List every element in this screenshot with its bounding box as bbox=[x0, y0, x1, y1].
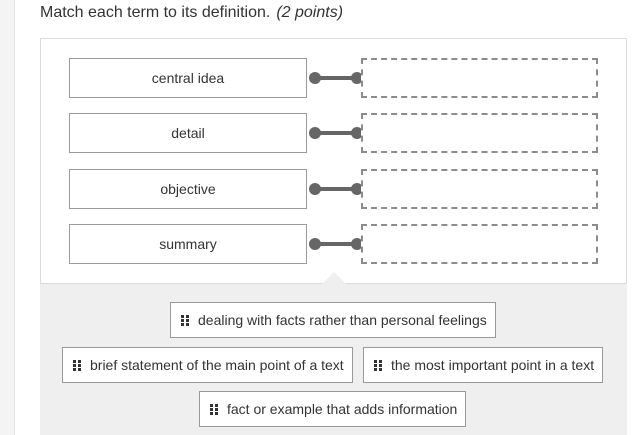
term-central-idea: central idea bbox=[69, 58, 307, 98]
grip-dots-icon bbox=[374, 360, 383, 371]
grip-dots-icon bbox=[181, 315, 190, 326]
drop-zone-4[interactable] bbox=[361, 224, 598, 264]
term-label: central idea bbox=[151, 70, 225, 86]
tray-pointer bbox=[322, 272, 346, 284]
definition-chip-summary[interactable]: brief statement of the main point of a t… bbox=[62, 347, 353, 383]
prompt-text: Match each term to its definition. bbox=[40, 4, 271, 21]
definition-chip-detail[interactable]: fact or example that adds information bbox=[199, 391, 467, 427]
definition-label: dealing with facts rather than personal … bbox=[198, 312, 487, 328]
link-connector-icon bbox=[309, 182, 363, 196]
term-label: detail bbox=[171, 125, 205, 141]
link-connector-icon bbox=[309, 237, 363, 251]
term-label: summary bbox=[159, 236, 217, 252]
grip-dots-icon bbox=[73, 360, 82, 371]
definition-chip-objective[interactable]: dealing with facts rather than personal … bbox=[170, 302, 496, 338]
link-connector-icon bbox=[309, 71, 363, 85]
term-objective: objective bbox=[69, 169, 307, 209]
left-rail bbox=[0, 0, 15, 435]
term-label: objective bbox=[160, 181, 216, 197]
definition-label: brief statement of the main point of a t… bbox=[90, 357, 344, 373]
term-summary: summary bbox=[69, 224, 307, 264]
definition-chip-central-idea[interactable]: the most important point in a text bbox=[363, 347, 604, 383]
term-detail: detail bbox=[69, 113, 307, 153]
definition-label: the most important point in a text bbox=[391, 357, 595, 373]
link-connector-icon bbox=[309, 126, 363, 140]
grip-dots-icon bbox=[210, 404, 219, 415]
drop-zone-1[interactable] bbox=[361, 58, 598, 98]
question-prompt: Match each term to its definition. (2 poi… bbox=[40, 4, 343, 22]
prompt-points: (2 points) bbox=[276, 4, 344, 21]
drop-zone-2[interactable] bbox=[361, 113, 598, 153]
definition-label: fact or example that adds information bbox=[227, 401, 458, 417]
drop-zone-3[interactable] bbox=[361, 169, 598, 209]
